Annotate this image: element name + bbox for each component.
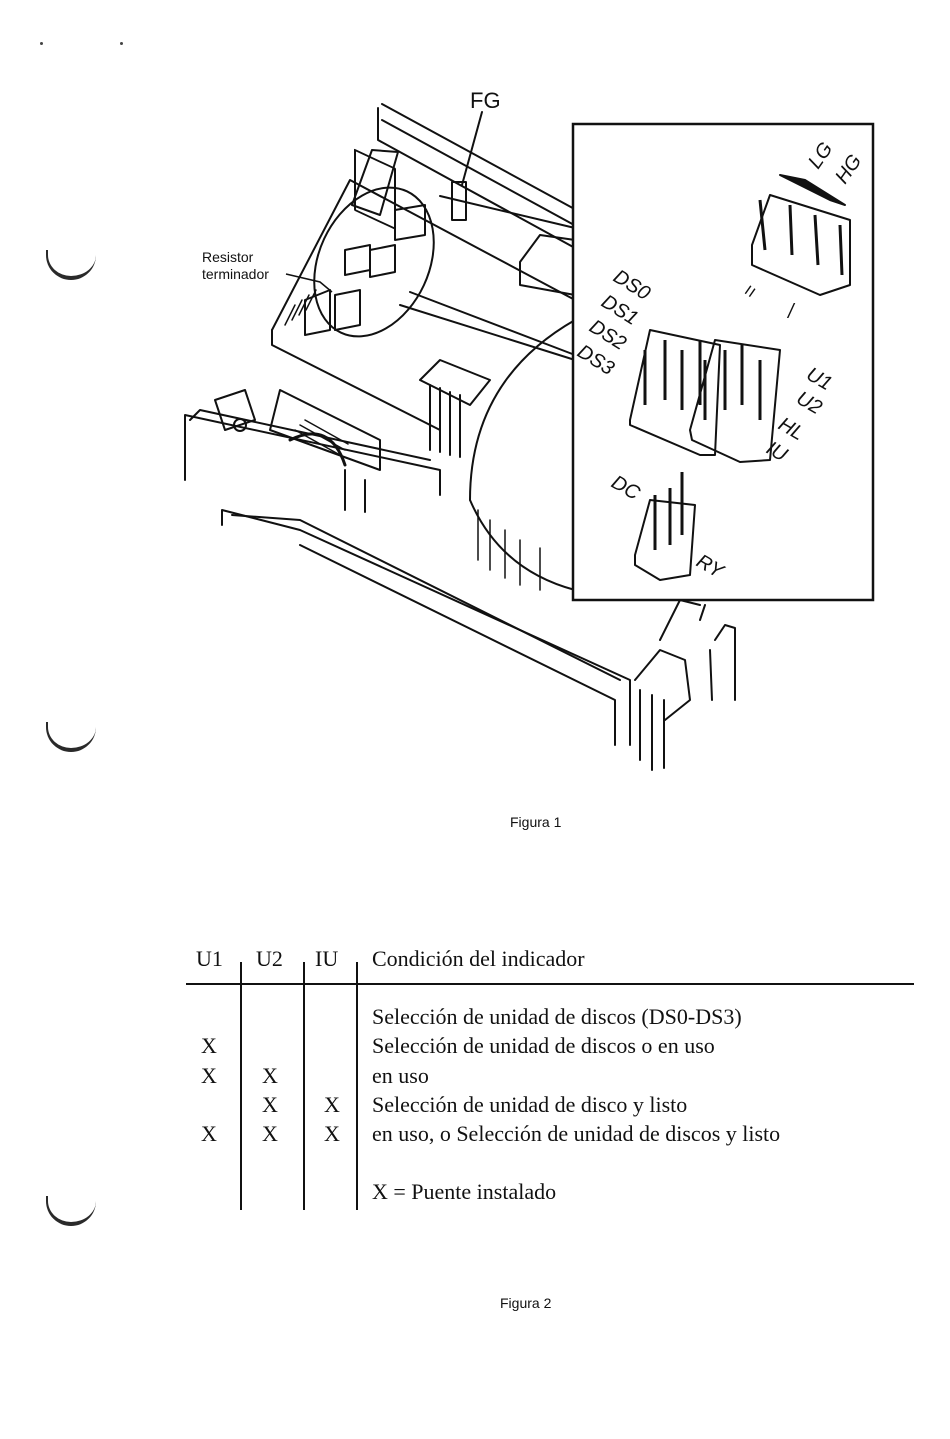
row-1-u1: X bbox=[201, 1033, 217, 1058]
row-4-u1: X bbox=[201, 1121, 217, 1146]
row-3-u2: X bbox=[262, 1092, 278, 1117]
row-3-iu: X bbox=[324, 1092, 340, 1117]
figure-1-caption: Figura 1 bbox=[510, 814, 562, 830]
label-fg: FG bbox=[470, 88, 501, 113]
binder-hole-middle bbox=[46, 722, 96, 752]
figure-2-caption: Figura 2 bbox=[500, 1295, 552, 1311]
column-divider bbox=[240, 962, 242, 1210]
row-2-u2: X bbox=[262, 1063, 278, 1088]
header-iu: IU bbox=[315, 946, 339, 971]
column-divider bbox=[303, 962, 305, 1210]
row-4-iu: X bbox=[324, 1121, 340, 1146]
row-2-u1: X bbox=[201, 1063, 217, 1088]
label-resistor-line2: terminador bbox=[202, 266, 269, 282]
binder-hole-bottom bbox=[46, 1196, 96, 1226]
label-mark-slash: / bbox=[786, 301, 796, 323]
scan-speck bbox=[120, 42, 123, 45]
header-rule bbox=[186, 983, 914, 985]
row-4-u2: X bbox=[262, 1121, 278, 1146]
table-legend: X = Puente instalado bbox=[372, 1179, 557, 1204]
label-resistor-line1: Resistor bbox=[202, 249, 254, 265]
header-u2: U2 bbox=[256, 946, 283, 971]
row-2-condition: en uso bbox=[372, 1063, 429, 1088]
header-u1: U1 bbox=[196, 946, 223, 971]
row-1-condition: Selección de unidad de discos o en uso bbox=[372, 1033, 715, 1058]
row-0-condition: Selección de unidad de discos (DS0-DS3) bbox=[372, 1004, 742, 1029]
column-divider bbox=[356, 962, 358, 1210]
figure-1-drawing: FG Resistor terminador LG HG DS0 DS1 DS2… bbox=[184, 88, 875, 771]
row-3-condition: Selección de unidad de disco y listo bbox=[372, 1092, 688, 1117]
binder-hole-top bbox=[46, 250, 96, 280]
row-4-condition: en uso, o Selección de unidad de discos … bbox=[372, 1121, 781, 1146]
jumper-detail-inset bbox=[571, 122, 875, 602]
header-condition: Condición del indicador bbox=[372, 946, 585, 971]
scan-speck bbox=[40, 42, 43, 45]
